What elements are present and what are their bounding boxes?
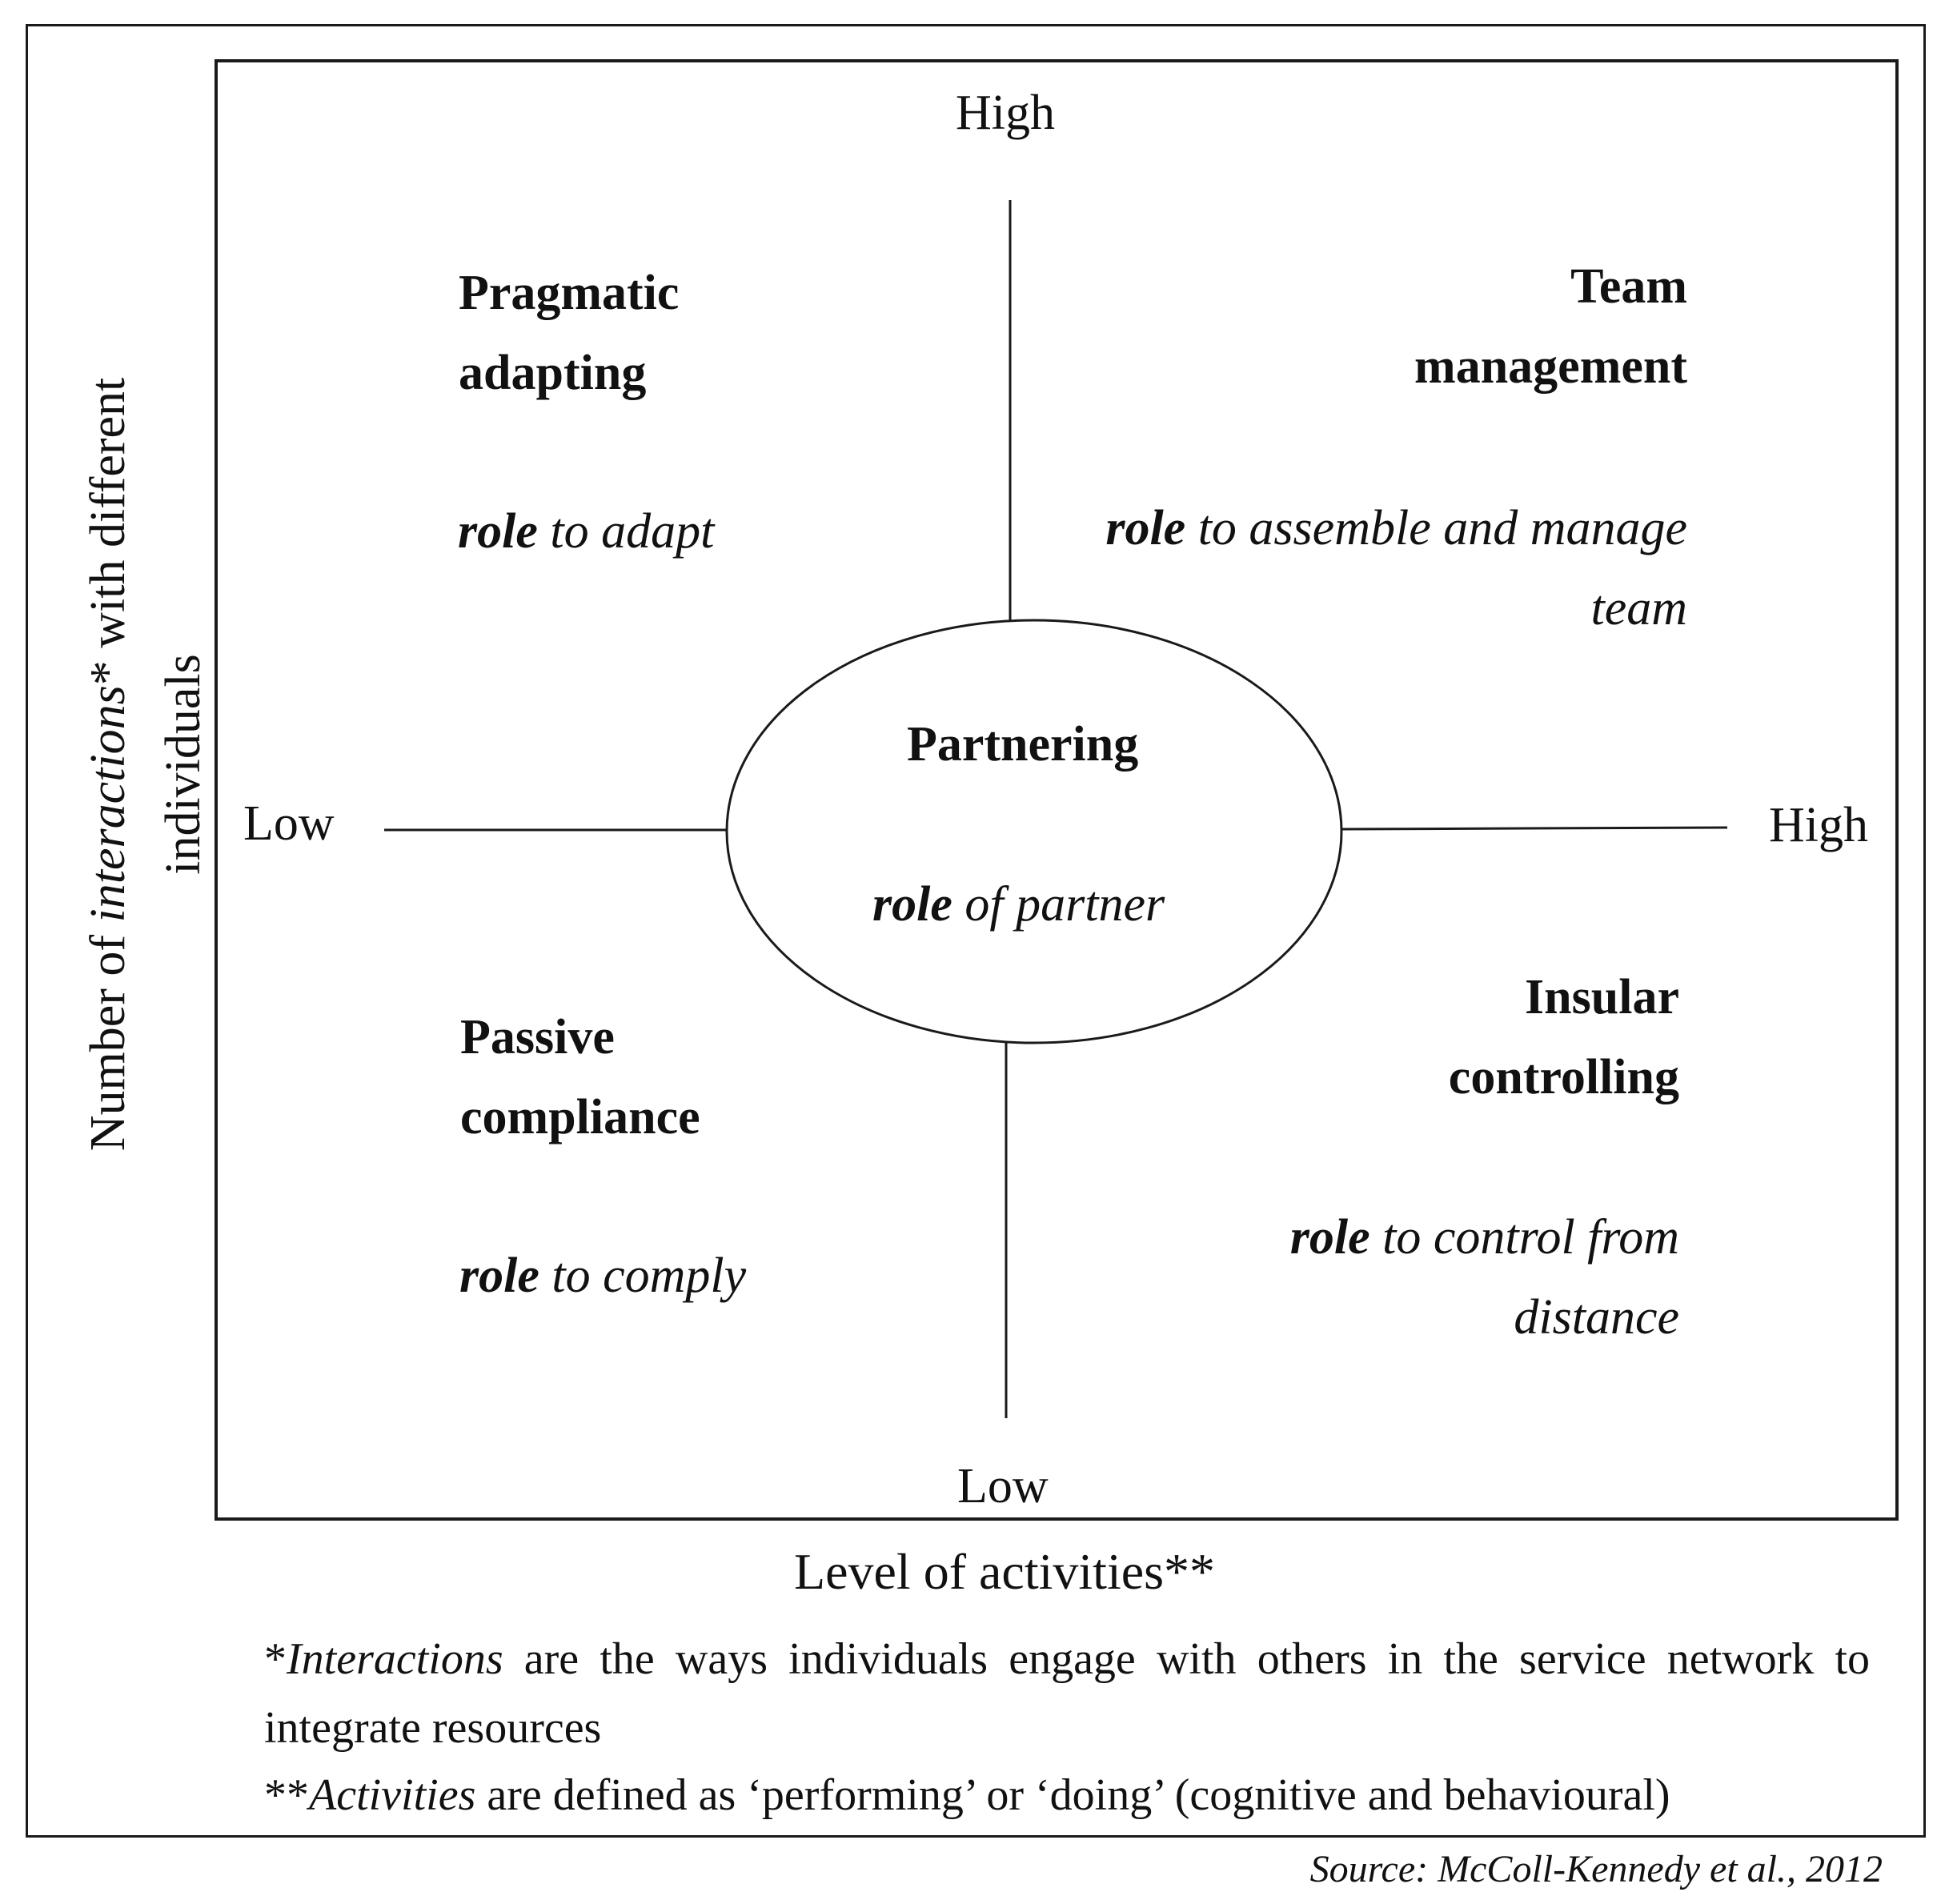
role-line-2: team (1590, 581, 1687, 635)
footnote-text: are the ways individuals engage with oth… (264, 1634, 1870, 1753)
role-keyword: role (1289, 1210, 1370, 1265)
outer-frame (26, 24, 1926, 1838)
quadrant-title-insular-controlling: Insular controlling (1449, 957, 1679, 1117)
y-axis-label-pre: Number of (81, 922, 135, 1152)
source-citation: Source: McColl-Kennedy et al., 2012 (1309, 1848, 1883, 1890)
title-line-1: Pragmatic (459, 266, 680, 320)
title-line-2: controlling (1448, 1050, 1679, 1104)
matrix-frame (215, 59, 1899, 1521)
footnote-activities: **Activities are defined as ‘performing’… (264, 1761, 1870, 1830)
role-keyword: role (459, 1249, 539, 1303)
x-axis-low-label: Low (243, 796, 335, 851)
footnote-mark: * (264, 1634, 287, 1684)
role-keyword: role (872, 877, 952, 932)
title-line-2: compliance (460, 1090, 700, 1144)
footnote-mark: ** (264, 1770, 309, 1820)
quadrant-role-adapt: role to adapt (458, 491, 714, 571)
footnote-text: are defined as ‘performing’ or ‘doing’ (… (475, 1770, 1670, 1820)
y-axis-label-em: interactions (81, 685, 135, 923)
quadrant-role-comply: role to comply (459, 1236, 746, 1316)
title-line-2: management (1414, 339, 1687, 394)
quadrant-title-pragmatic-adapting: Pragmatic adapting (459, 253, 679, 413)
footnote-term: Activities (309, 1770, 476, 1820)
title-line-1: Team (1570, 259, 1687, 314)
y-axis-high-label: High (956, 86, 1055, 140)
role-text: of partner (952, 877, 1165, 932)
x-axis-label: Level of activities** (794, 1543, 1216, 1600)
quadrant-title-team-management: Team management (1414, 247, 1687, 407)
footnote-interactions: *Interactions are the ways individuals e… (264, 1625, 1870, 1762)
horizontal-axis-right (1341, 826, 1728, 831)
quadrant-role-control-distance: role to control from distance (1290, 1197, 1679, 1357)
role-keyword: role (1105, 501, 1186, 555)
role-line-1: role to assemble and manage (1105, 488, 1687, 568)
role-text: to comply (539, 1249, 747, 1303)
role-text: to adapt (537, 504, 715, 559)
role-line-1: role to control from (1290, 1197, 1679, 1277)
y-axis-low-label: Low (957, 1459, 1049, 1513)
quadrant-role-assemble-manage: role to assemble and manage team (1105, 488, 1687, 648)
title-line-2: adapting (459, 346, 647, 400)
partnering-ellipse (725, 619, 1343, 1044)
y-axis-label: Number of interactions* with different i… (70, 324, 221, 1205)
center-role-partner: role of partner (872, 864, 1165, 944)
footnote-term: Interactions (287, 1634, 503, 1684)
title-line-1: Passive (460, 1010, 615, 1064)
role-keyword: role (458, 504, 538, 559)
role-text: to control from (1370, 1210, 1679, 1265)
title-line-1: Insular (1525, 970, 1679, 1024)
quadrant-title-passive-compliance: Passive compliance (460, 997, 700, 1157)
role-line-2: distance (1514, 1290, 1679, 1345)
x-axis-high-label: High (1769, 798, 1868, 852)
role-text: to assemble and manage (1185, 501, 1687, 555)
center-title-partnering: Partnering (907, 717, 1139, 772)
